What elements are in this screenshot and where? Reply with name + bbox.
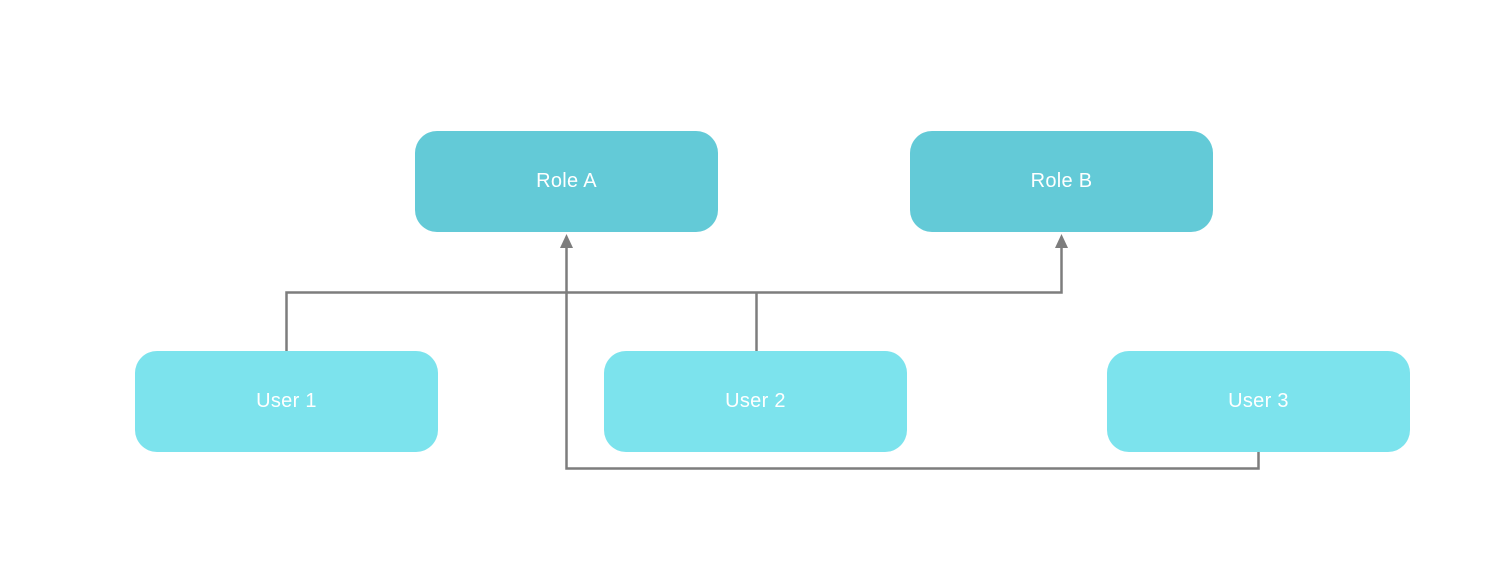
edge-user3-to-rolea[interactable] xyxy=(560,234,1260,470)
node-user-1[interactable]: User 1 xyxy=(135,351,438,452)
node-user-2[interactable]: User 2 xyxy=(604,351,907,452)
node-label: Role A xyxy=(536,170,597,192)
node-label: Role B xyxy=(1030,170,1093,192)
node-label: User 1 xyxy=(256,390,317,412)
node-role-b[interactable]: Role B xyxy=(910,131,1213,232)
node-label: User 2 xyxy=(725,390,786,412)
node-role-a[interactable]: Role A xyxy=(415,131,718,232)
node-user-3[interactable]: User 3 xyxy=(1107,351,1410,452)
edge-user1-to-roleb[interactable] xyxy=(285,234,1068,351)
node-label: User 3 xyxy=(1228,390,1289,412)
